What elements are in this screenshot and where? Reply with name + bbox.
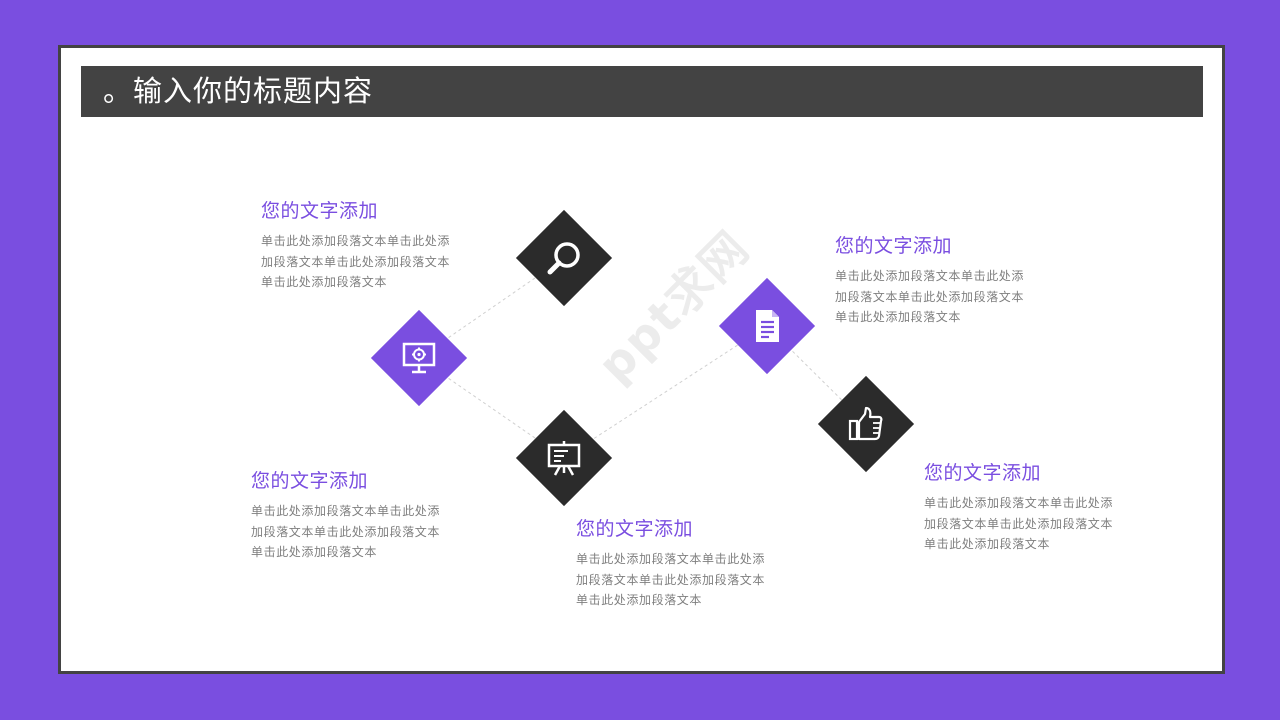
body-line: 加段落文本单击此处添加段落文本 [251, 524, 441, 539]
body-line: 加段落文本单击此处添加段落文本 [835, 289, 1025, 304]
block-body: 单击此处添加段落文本单击此处添 加段落文本单击此处添加段落文本 单击此处添加段落… [835, 266, 1055, 328]
title-bar: 。输入你的标题内容 [81, 66, 1203, 117]
body-line: 单击此处添加段落文本单击此处添 [261, 234, 451, 248]
body-line: 单击此处添加段落文本单击此处添 [835, 269, 1025, 283]
thumbs-up-node [817, 375, 915, 473]
body-line: 单击此处添加段落文本 [261, 275, 388, 289]
monitor-settings-node [370, 309, 468, 407]
text-block-3: 您的文字添加 单击此处添加段落文本单击此处添 加段落文本单击此处添加段落文本 单… [576, 514, 796, 611]
slide-card: 。输入你的标题内容 ppt求网 [58, 45, 1225, 674]
body-line: 单击此处添加段落文本 [835, 310, 962, 324]
search-icon [530, 224, 598, 292]
block-body: 单击此处添加段落文本单击此处添 加段落文本单击此处添加段落文本 单击此处添加段落… [576, 549, 796, 611]
body-line: 单击此处添加段落文本单击此处添 [576, 552, 766, 566]
block-body: 单击此处添加段落文本单击此处添 加段落文本单击此处添加段落文本 单击此处添加段落… [251, 501, 471, 563]
text-block-4: 您的文字添加 单击此处添加段落文本单击此处添 加段落文本单击此处添加段落文本 单… [835, 231, 1055, 328]
search-node [515, 209, 613, 307]
block-heading: 您的文字添加 [576, 518, 694, 540]
body-line: 单击此处添加段落文本 [576, 593, 703, 607]
body-line: 单击此处添加段落文本 [251, 545, 378, 559]
body-line: 加段落文本单击此处添加段落文本 [576, 572, 766, 587]
block-heading: 您的文字添加 [924, 462, 1042, 484]
diagram: ppt求网 [61, 48, 1222, 671]
body-line: 单击此处添加段落文本单击此处添 [251, 504, 441, 518]
monitor-gear-icon [385, 324, 453, 392]
text-block-1: 您的文字添加 单击此处添加段落文本单击此处添 加段落文本单击此处添加段落文本 单… [261, 196, 481, 293]
thumbs-up-icon [832, 390, 900, 458]
text-block-5: 您的文字添加 单击此处添加段落文本单击此处添 加段落文本单击此处添加段落文本 单… [924, 458, 1144, 555]
block-body: 单击此处添加段落文本单击此处添 加段落文本单击此处添加段落文本 单击此处添加段落… [924, 493, 1144, 555]
slide-title: 。输入你的标题内容 [103, 74, 374, 108]
body-line: 单击此处添加段落文本 [924, 537, 1051, 551]
body-line: 单击此处添加段落文本单击此处添 [924, 496, 1114, 510]
body-line: 加段落文本单击此处添加段落文本 [261, 254, 451, 269]
presentation-board-icon [530, 424, 598, 492]
block-heading: 您的文字添加 [261, 200, 379, 222]
document-icon [733, 292, 801, 360]
block-heading: 您的文字添加 [835, 235, 953, 257]
connector-line [563, 325, 768, 459]
presentation-node [515, 409, 613, 507]
text-block-2: 您的文字添加 单击此处添加段落文本单击此处添 加段落文本单击此处添加段落文本 单… [251, 466, 471, 563]
body-line: 加段落文本单击此处添加段落文本 [924, 516, 1114, 531]
block-body: 单击此处添加段落文本单击此处添 加段落文本单击此处添加段落文本 单击此处添加段落… [261, 231, 481, 293]
block-heading: 您的文字添加 [251, 470, 369, 492]
document-node [718, 277, 816, 375]
